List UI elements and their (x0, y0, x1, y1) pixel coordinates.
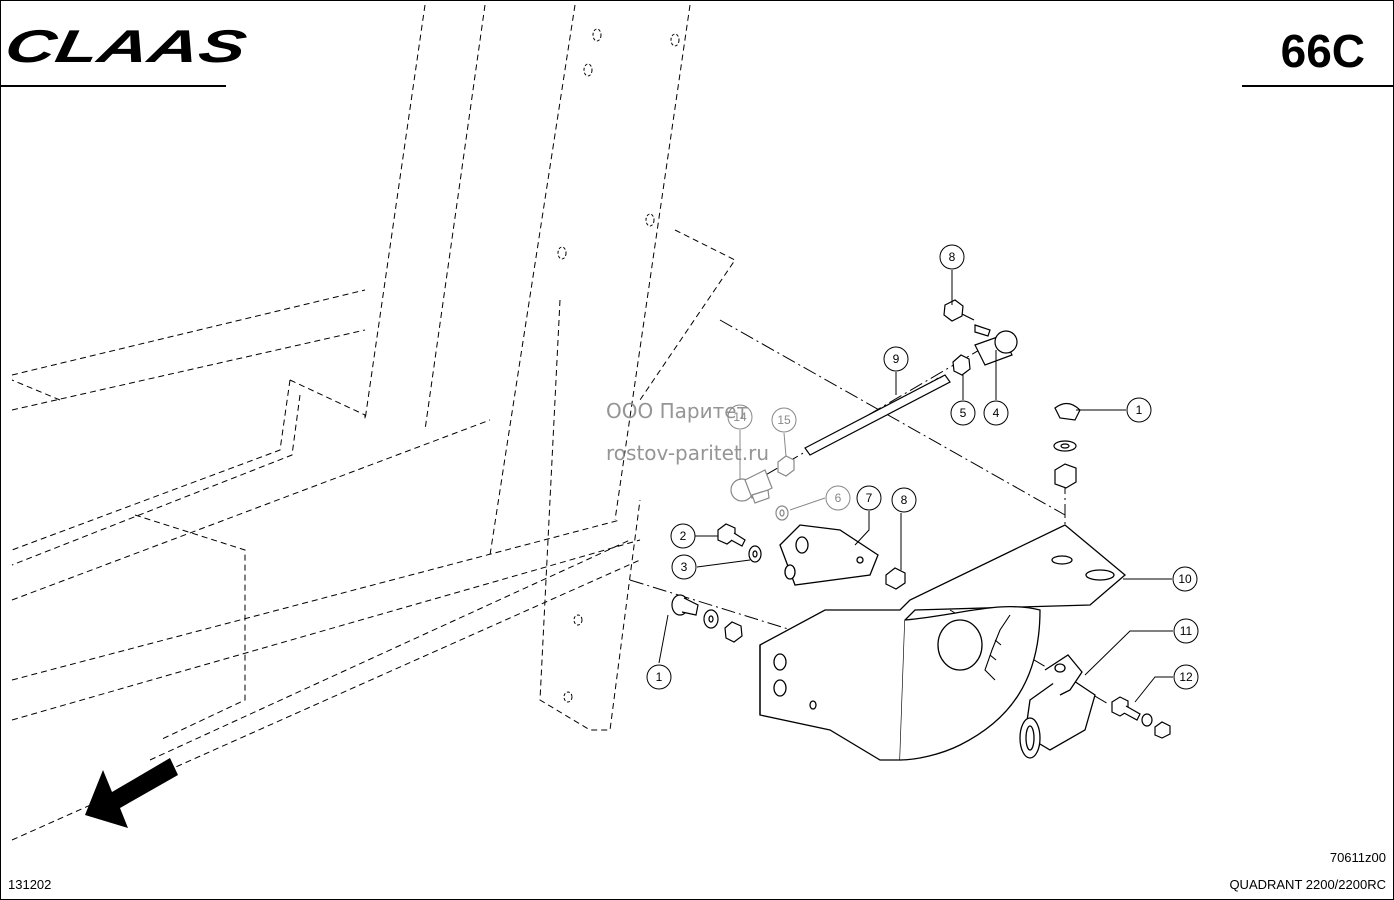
callout-6 (825, 485, 851, 511)
callout-label: 6 (835, 491, 842, 505)
bracket-part-10 (759, 524, 1127, 761)
nut-part-8-upper (943, 299, 975, 322)
washer-part-3 (748, 545, 762, 563)
footer-drawing-number: 70611z00 (1330, 850, 1386, 865)
callout-8-top (939, 244, 965, 270)
callout-1-right (1126, 397, 1152, 423)
callout-7 (856, 485, 882, 511)
callout-10 (1172, 566, 1198, 592)
callout-label: 8 (901, 493, 908, 507)
ball-joint-part-4 (974, 324, 1018, 366)
callout-label: 8 (949, 250, 956, 264)
callout-3 (671, 554, 697, 580)
callout-leaders (658, 270, 1173, 703)
claas-logo: CLAAS (1, 20, 250, 72)
callout-label: 2 (680, 529, 687, 543)
lever-part-7 (779, 524, 879, 586)
bolt-part-2 (717, 523, 746, 547)
callout-11 (1173, 618, 1199, 644)
frame-holes (557, 28, 680, 703)
ball-joint-part-14 (730, 469, 773, 504)
callout-label: 11 (1180, 624, 1193, 638)
callout-label: 4 (993, 406, 1000, 420)
watermark-line-1: ООО Паритет (606, 399, 749, 423)
bolt-part-12 (1111, 696, 1171, 739)
page-code: 66C (1281, 25, 1365, 77)
callout-12 (1173, 664, 1199, 690)
callout-label: 10 (1178, 572, 1192, 586)
nut-part-8-lower (885, 567, 906, 590)
callout-9 (883, 346, 909, 372)
rod-part-9 (804, 374, 951, 456)
bolt-part-1-left (671, 594, 743, 643)
footer-model: QUADRANT 2200/2200RC (1229, 877, 1386, 892)
bolt-part-1-right (1053, 402, 1081, 489)
callout-label: 15 (777, 413, 791, 427)
callout-1-left (646, 664, 672, 690)
callout-label: 5 (960, 406, 967, 420)
svg-text:CLAAS: CLAAS (1, 20, 250, 72)
sensor-cable (984, 614, 1011, 681)
callout-label: 1 (656, 670, 663, 684)
callout-labels: 8 9 5 4 1 14 15 6 7 8 2 3 10 11 12 1 (656, 250, 1193, 684)
footer-date-code: 131202 (8, 877, 51, 892)
callout-8-lower (891, 487, 917, 513)
callout-label: 3 (681, 560, 688, 574)
direction-arrow-icon (85, 758, 178, 828)
callout-label: 1 (1136, 403, 1143, 417)
callout-label: 12 (1179, 670, 1193, 684)
sensor-part-11 (1019, 654, 1096, 759)
callout-2 (670, 523, 696, 549)
watermark-line-2: rostov-paritet.ru (606, 441, 769, 465)
callout-15 (771, 407, 797, 433)
nut-part-5-upper (952, 354, 971, 376)
callout-circles (646, 244, 1199, 690)
callout-14 (727, 404, 753, 430)
callout-label: 7 (866, 491, 873, 505)
washer-part-6 (775, 505, 789, 521)
callout-label: 9 (893, 352, 900, 366)
callout-4 (983, 400, 1009, 426)
nut-part-15 (777, 455, 795, 477)
callout-label: 14 (733, 410, 747, 424)
callout-5 (950, 400, 976, 426)
